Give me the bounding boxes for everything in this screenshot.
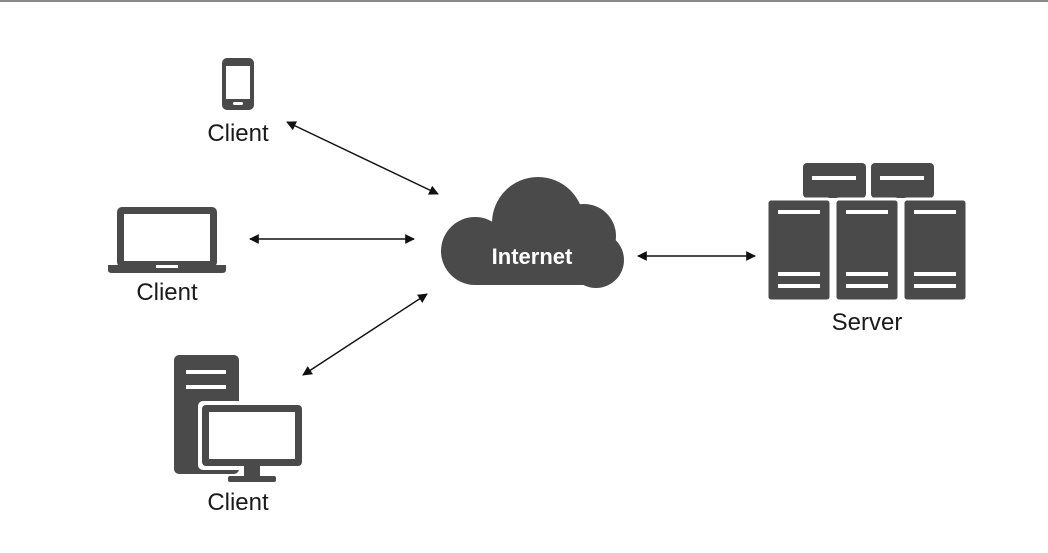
laptop-icon [108, 207, 226, 273]
client-laptop-label: Client [136, 279, 198, 306]
edge-desktop-internet [302, 293, 428, 376]
server-rack-icon [765, 163, 969, 303]
edge-phone-internet [286, 121, 439, 195]
client-phone-label: Client [207, 120, 269, 147]
internet-label: Internet [492, 244, 573, 269]
client-desktop-label: Client [207, 489, 269, 516]
smartphone-icon [222, 58, 254, 110]
desktop-computer-icon [174, 355, 306, 482]
server-label: Server [832, 309, 903, 336]
cloud-icon [441, 177, 624, 288]
